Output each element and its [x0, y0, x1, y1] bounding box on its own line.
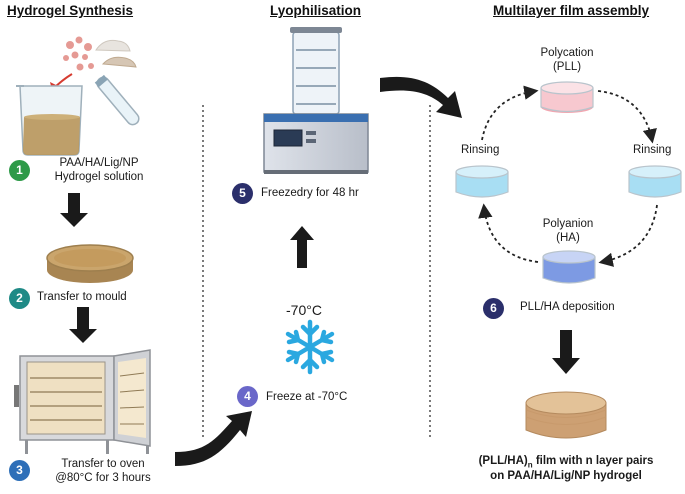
step-badge-2: 2 — [9, 288, 30, 309]
rinsing-left-label: Rinsing — [461, 144, 500, 156]
result-line-1: (PLL/HA)n film with n layer pairs — [450, 455, 682, 470]
step-4-label: Freeze at -70°C — [266, 391, 348, 403]
step-2-label: Transfer to mould — [37, 291, 127, 303]
polyanion-label: Polyanion (HA) — [528, 218, 608, 246]
beaker-icon — [16, 85, 83, 156]
result-prefix: (PLL/HA) — [478, 455, 528, 467]
curved-arrow-oven-to-freeze — [175, 411, 252, 466]
temperature-label: -70°C — [286, 302, 322, 318]
dish-icon-pll — [540, 81, 594, 113]
step-3-line-2: @80°C for 3 hours — [55, 471, 151, 484]
curved-arrow-to-assembly — [380, 76, 462, 118]
film-disc-icon — [525, 391, 607, 439]
step-3-label: Transfer to oven @80°C for 3 hours — [38, 458, 168, 486]
header-multilayer-assembly: Multilayer film assembly — [493, 3, 650, 18]
powder-icon — [95, 39, 137, 68]
polyanion-line-1: Polyanion — [542, 218, 594, 230]
polycation-line-1: Polycation — [540, 47, 594, 59]
down-arrow-2 — [69, 307, 97, 343]
dish-icon-ha — [542, 250, 596, 284]
header-hydrogel-synthesis: Hydrogel Synthesis — [7, 3, 134, 18]
polyanion-line-2: (HA) — [556, 231, 580, 244]
step-6-label: PLL/HA deposition — [520, 301, 615, 313]
result-caption: (PLL/HA)n film with n layer pairs on PAA… — [450, 455, 682, 484]
result-line-2: on PAA/HA/Lig/NP hydrogel — [490, 469, 642, 482]
step-badge-4: 4 — [237, 386, 258, 407]
down-arrow-1 — [60, 193, 88, 227]
result-subscript: n — [527, 460, 533, 470]
oven-icon — [14, 349, 151, 454]
up-arrow-4-to-5 — [290, 226, 314, 268]
cycle-arrow-4 — [478, 203, 539, 263]
cycle-arrow-1 — [481, 85, 539, 141]
rinsing-right-label: Rinsing — [633, 144, 672, 156]
step-badge-3: 3 — [9, 460, 30, 481]
step-badge-1: 1 — [9, 160, 30, 181]
header-lyophilisation: Lyophilisation — [270, 3, 361, 18]
snowflake-icon — [285, 319, 335, 375]
polycation-line-2: (PLL) — [552, 60, 582, 73]
cycle-arrow-3 — [598, 204, 658, 267]
result-suffix: film with n layer pairs — [532, 455, 654, 467]
step-badge-6: 6 — [483, 298, 504, 319]
test-tube-icon — [94, 74, 140, 126]
dish-icon-rinse-right — [628, 165, 682, 198]
step-1-line-2: Hydrogel solution — [54, 170, 144, 183]
step-1-line-1: PAA/HA/Lig/NP — [59, 157, 139, 169]
freeze-dryer-icon — [263, 27, 369, 174]
particles-icon — [63, 36, 94, 71]
down-arrow-6 — [552, 330, 580, 374]
step-badge-5: 5 — [232, 183, 253, 204]
step-5-label: Freezedry for 48 hr — [261, 187, 359, 199]
cycle-arrow-2 — [597, 90, 657, 144]
polycation-label: Polycation (PLL) — [527, 47, 607, 75]
dish-icon-rinse-left — [455, 165, 509, 198]
step-3-line-1: Transfer to oven — [61, 458, 145, 470]
petri-dish-icon — [46, 244, 134, 283]
step-1-label: PAA/HA/Lig/NP Hydrogel solution — [40, 157, 158, 185]
